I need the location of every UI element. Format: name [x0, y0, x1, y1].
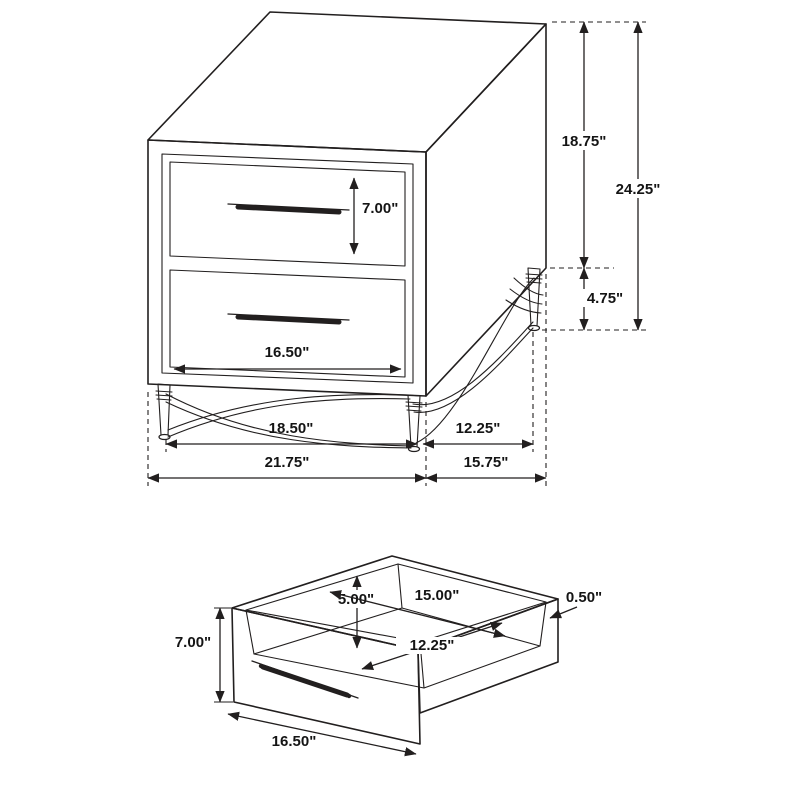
interior-corner-edge — [539, 601, 547, 647]
drawer-2-front — [169, 269, 406, 378]
label-knockout — [608, 179, 668, 198]
back-leg-coil — [509, 288, 543, 305]
front-right-leg — [405, 394, 423, 453]
dim-label-front-height: 7.00" — [175, 634, 211, 651]
dim-label-side-leg-span: 12.25" — [456, 420, 501, 437]
dim-label-wall-thickness: 0.50" — [566, 589, 602, 606]
drawer-side-wall — [417, 598, 559, 714]
front-brace-wire — [167, 393, 411, 431]
drawer-1-handle — [235, 204, 342, 215]
leg-ring — [156, 398, 172, 401]
dim-label-front-width: 16.50" — [272, 733, 317, 750]
dim-label-interior-width: 15.00" — [415, 587, 460, 604]
dim-label-interior-depth: 12.25" — [410, 637, 455, 654]
nightstand-side-panel — [425, 23, 547, 397]
side-brace-wire — [412, 321, 534, 406]
interior-corner-edge — [397, 563, 403, 609]
dim-label-overall-height: 24.25" — [616, 181, 661, 198]
label-knockout — [396, 637, 468, 654]
handle-end-cap — [258, 663, 264, 669]
drawer-1-front — [169, 161, 406, 267]
nightstand-figure — [147, 11, 547, 453]
dim-label-front-leg-span: 18.50" — [269, 420, 314, 437]
leg-ring — [525, 273, 543, 276]
label-knockout — [556, 131, 612, 150]
back-leg-coil — [513, 277, 544, 296]
dim-arrow-front-width — [227, 711, 417, 757]
nightstand-face-frame — [161, 153, 414, 384]
drawer-box-figure — [231, 555, 559, 745]
side-brace-wire — [413, 327, 534, 413]
nightstand-top-panel — [147, 11, 547, 153]
handle-end-cap — [346, 693, 352, 699]
leader-wall-thickness — [549, 606, 578, 619]
leg-ring — [155, 390, 173, 393]
nightstand-front-face — [147, 139, 427, 397]
front-brace-wire — [167, 397, 411, 438]
side-brace-wire — [415, 277, 535, 444]
leg-ring — [405, 405, 423, 408]
drawer-2-handle — [235, 314, 342, 325]
leg-ring — [405, 401, 423, 404]
label-knockout — [580, 289, 630, 307]
dim-label-case-height: 18.75" — [562, 133, 607, 150]
drawer-handle — [260, 664, 350, 698]
dim-label-interior-height: 5.00" — [338, 591, 374, 608]
back-right-leg — [525, 267, 543, 332]
leg-ring — [406, 409, 422, 412]
nightstand-dimensions: 7.00" 16.50" 18.75" 4.75" 24.25" 18.50" … — [147, 21, 668, 486]
back-leg-coil — [505, 299, 542, 314]
dim-label-drawer-face-width: 16.50" — [265, 344, 310, 361]
interior-corner-edge — [245, 609, 255, 655]
dim-label-drawer-face-height: 7.00" — [362, 200, 398, 217]
drawer-front-panel — [231, 607, 421, 745]
back-right-leg-foot — [527, 324, 541, 332]
drawer-rim-inner — [245, 563, 547, 643]
dim-label-overall-depth: 15.75" — [464, 454, 509, 471]
front-right-leg-foot — [407, 445, 421, 453]
front-left-leg-foot — [158, 433, 171, 441]
dim-label-leg-height: 4.75" — [587, 290, 623, 307]
drawer-box-dimensions: 5.00" 15.00" 0.50" 12.25" 7.00" 16.50" — [175, 575, 602, 757]
dim-label-overall-width: 21.75" — [265, 454, 310, 471]
front-left-leg — [155, 383, 173, 441]
drawer-rim-outer — [231, 555, 559, 651]
